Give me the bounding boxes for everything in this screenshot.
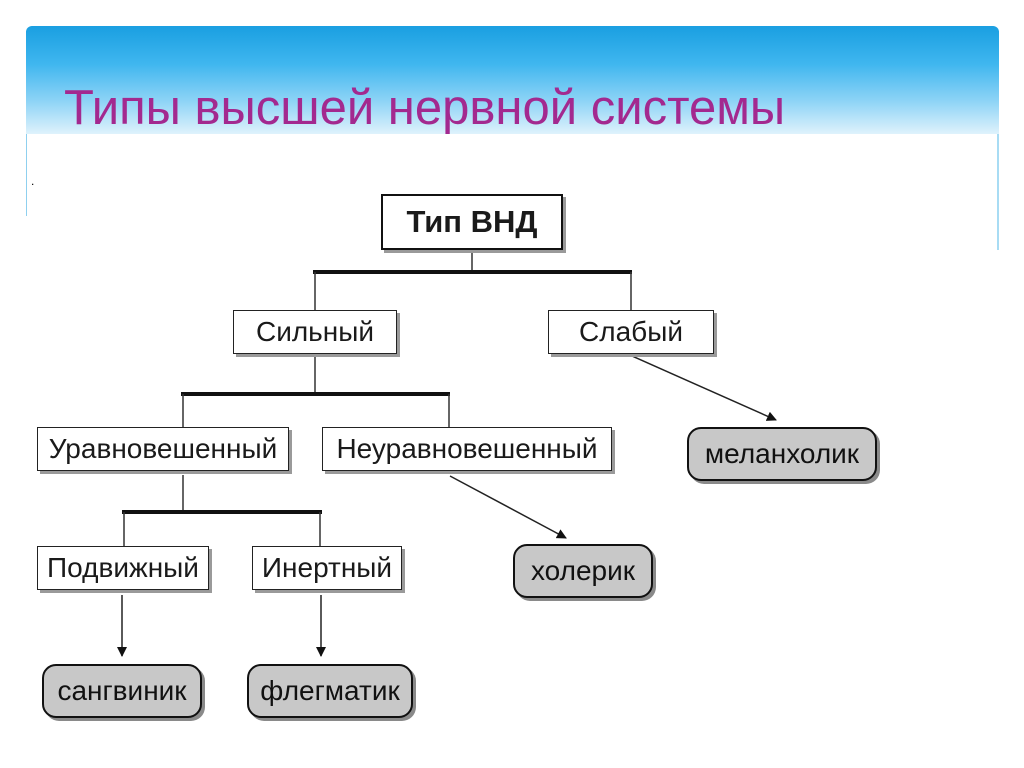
- leaf-choleric: холерик: [513, 544, 653, 598]
- node-mobile: Подвижный: [37, 546, 209, 590]
- slide-header-band: [26, 26, 999, 134]
- node-vnd-type: Тип ВНД: [381, 194, 563, 250]
- slide-title: Типы высшей нервной системы: [64, 81, 786, 135]
- arrow-weak-to-melancholic: [631, 355, 777, 421]
- node-balanced: Уравновешенный: [37, 427, 289, 471]
- arrow-unbalanced-to-choleric: [449, 475, 567, 539]
- slide-marker: .: [31, 174, 35, 188]
- node-unbalanced: Неуравновешенный: [322, 427, 612, 471]
- leaf-sanguine: сангвиник: [42, 664, 202, 718]
- node-weak: Слабый: [548, 310, 714, 354]
- node-strong: Сильный: [233, 310, 397, 354]
- slide-frame-right: [997, 134, 999, 250]
- slide-frame-left: [26, 134, 27, 216]
- node-inert: Инертный: [252, 546, 402, 590]
- leaf-phlegmatic: флегматик: [247, 664, 413, 718]
- leaf-melancholic: меланхолик: [687, 427, 877, 481]
